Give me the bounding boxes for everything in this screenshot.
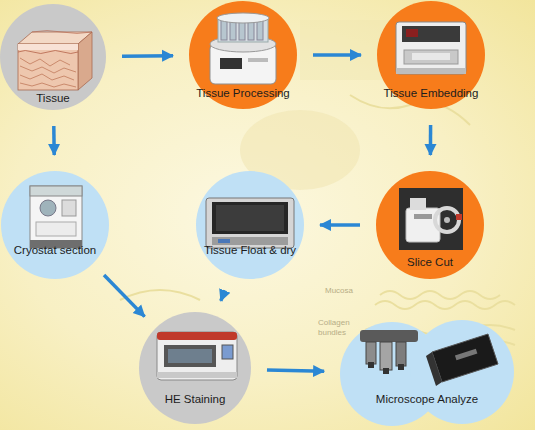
process-circle: Slice Cut — [376, 171, 484, 279]
circle-outline — [139, 312, 251, 424]
circle-fill — [377, 1, 485, 109]
circle-fill — [376, 171, 484, 279]
watermark-label: Collagen bundles — [318, 318, 360, 338]
circle-fill — [196, 171, 304, 279]
circle-fill — [410, 320, 514, 424]
step-label: HE Staining — [139, 393, 251, 406]
circle-outline — [1, 171, 109, 279]
watermark-tissue — [120, 95, 515, 350]
flow-arrow — [313, 53, 361, 57]
step-label: Tissue Float & dry — [196, 244, 304, 257]
flow-arrow — [122, 54, 173, 58]
process-circle: HE Staining — [139, 312, 251, 424]
circle-outline — [196, 171, 304, 279]
flow-arrow — [429, 125, 433, 155]
step-label: Tissue — [0, 92, 106, 105]
circle-fill — [1, 171, 109, 279]
watermark-label: Mucosa — [325, 286, 385, 296]
step-label: Tissue Embedding — [377, 87, 485, 100]
circle-fill — [139, 312, 251, 424]
illustration-part — [375, 301, 515, 309]
flow-arrow — [52, 126, 56, 155]
circle-fill — [0, 4, 106, 110]
step-label: Cryostat section — [1, 244, 109, 257]
circle-fill — [189, 1, 297, 109]
process-circle: Tissue Float & dry — [196, 171, 304, 279]
process-circle: Tissue — [0, 4, 106, 110]
flow-arrow — [221, 290, 225, 301]
illustration-part — [380, 291, 500, 299]
process-circle: Cryostat section — [1, 171, 109, 279]
step-label: Slice Cut — [376, 256, 484, 269]
step-label: Tissue Processing — [189, 87, 297, 100]
flow-arrow — [320, 223, 360, 227]
flow-arrow — [104, 275, 145, 317]
step-label: Microscope Analyze — [340, 393, 514, 406]
flow-arrow — [267, 370, 324, 371]
circle-outline — [340, 320, 514, 428]
process-circle: Microscope Analyze — [340, 320, 514, 428]
process-circle: Tissue Processing — [189, 1, 297, 109]
process-circle: Tissue Embedding — [377, 1, 485, 109]
illustration-part — [120, 290, 200, 300]
